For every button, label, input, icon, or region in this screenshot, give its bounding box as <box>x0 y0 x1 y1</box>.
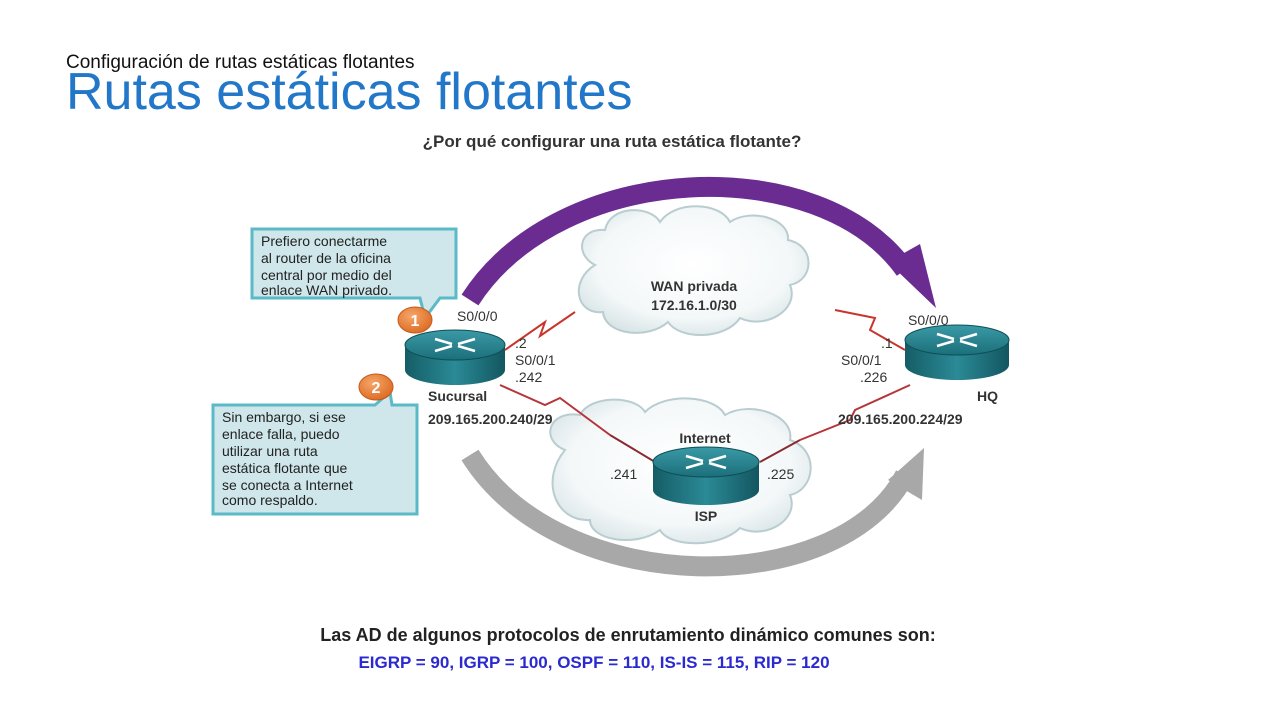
wan-cloud-name: WAN privada <box>651 278 738 294</box>
callout-2-line-3: utilizar una ruta <box>222 443 318 459</box>
link-isp-right <box>759 439 801 463</box>
callout-1-line-1: Prefiero conectarme <box>261 233 387 249</box>
hq-s001-ip: .226 <box>860 369 887 385</box>
sucursal-s000-label: S0/0/0 <box>457 308 498 324</box>
serial-link-sucursal-isp <box>499 384 611 436</box>
hq-s000-label: S0/0/0 <box>908 312 949 328</box>
wan-cloud-network: 172.16.1.0/30 <box>651 297 737 313</box>
sucursal-s001-ip: .242 <box>515 369 542 385</box>
sucursal-s001-label: S0/0/1 <box>515 352 556 368</box>
internet-cloud-name: Internet <box>679 430 731 446</box>
ad-intro-text: Las AD de algunos protocolos de enrutami… <box>320 625 936 645</box>
slide-title: Rutas estáticas flotantes <box>66 63 633 121</box>
hq-s001-label: S0/0/1 <box>841 352 882 368</box>
callout-1-line-4: enlace WAN privado. <box>261 282 392 298</box>
hq-network: 209.165.200.224/29 <box>838 411 963 427</box>
ad-values-text: EIGRP = 90, IGRP = 100, OSPF = 110, IS-I… <box>358 653 830 672</box>
callout-2-line-4: estática flotante que <box>222 460 348 476</box>
hq-name: HQ <box>977 388 998 404</box>
callout-2-line-6: como respaldo. <box>222 492 318 508</box>
primary-path-arrow <box>461 176 936 308</box>
isp-name: ISP <box>695 508 718 524</box>
sucursal-s000-ip: .2 <box>515 335 527 351</box>
callout-2-line-1: Sin embargo, si ese <box>222 409 346 425</box>
serial-link-hq-wan <box>834 309 906 351</box>
callout-1-line-3: central por medio del <box>261 267 392 283</box>
serial-link-hq-isp <box>799 384 911 441</box>
isp-right-ip: .225 <box>767 466 794 482</box>
callout-1-badge: 1 <box>397 306 433 334</box>
callout-2-line-2: enlace falla, puedo <box>222 426 340 442</box>
backup-path-arrow <box>461 448 924 577</box>
callout-2-badge: 2 <box>358 373 394 401</box>
callout-2: Sin embargo, si ese enlace falla, puedo … <box>211 389 419 516</box>
callout-1-line-2: al router de la oficina <box>261 250 391 266</box>
sucursal-name: Sucursal <box>428 388 487 404</box>
diagram-question: ¿Por qué configurar una ruta estática fl… <box>423 132 802 151</box>
sucursal-network: 209.165.200.240/29 <box>428 411 553 427</box>
callout-1-number: 1 <box>411 313 420 330</box>
isp-left-ip: .241 <box>610 466 637 482</box>
slide-subtitle: Configuración de rutas estáticas flotant… <box>66 52 415 73</box>
router-hq <box>904 324 1010 380</box>
router-sucursal <box>404 329 506 385</box>
serial-link-sucursal-wan <box>504 311 576 351</box>
callout-2-number: 2 <box>372 380 381 397</box>
link-isp-left <box>609 434 656 463</box>
hq-s000-ip: .1 <box>881 335 893 351</box>
callout-2-line-5: se conecta a Internet <box>222 477 353 493</box>
callout-1: Prefiero conectarme al router de la ofic… <box>250 227 458 322</box>
wan-cloud: WAN privada 172.16.1.0/30 <box>577 205 810 336</box>
router-isp <box>652 446 760 505</box>
